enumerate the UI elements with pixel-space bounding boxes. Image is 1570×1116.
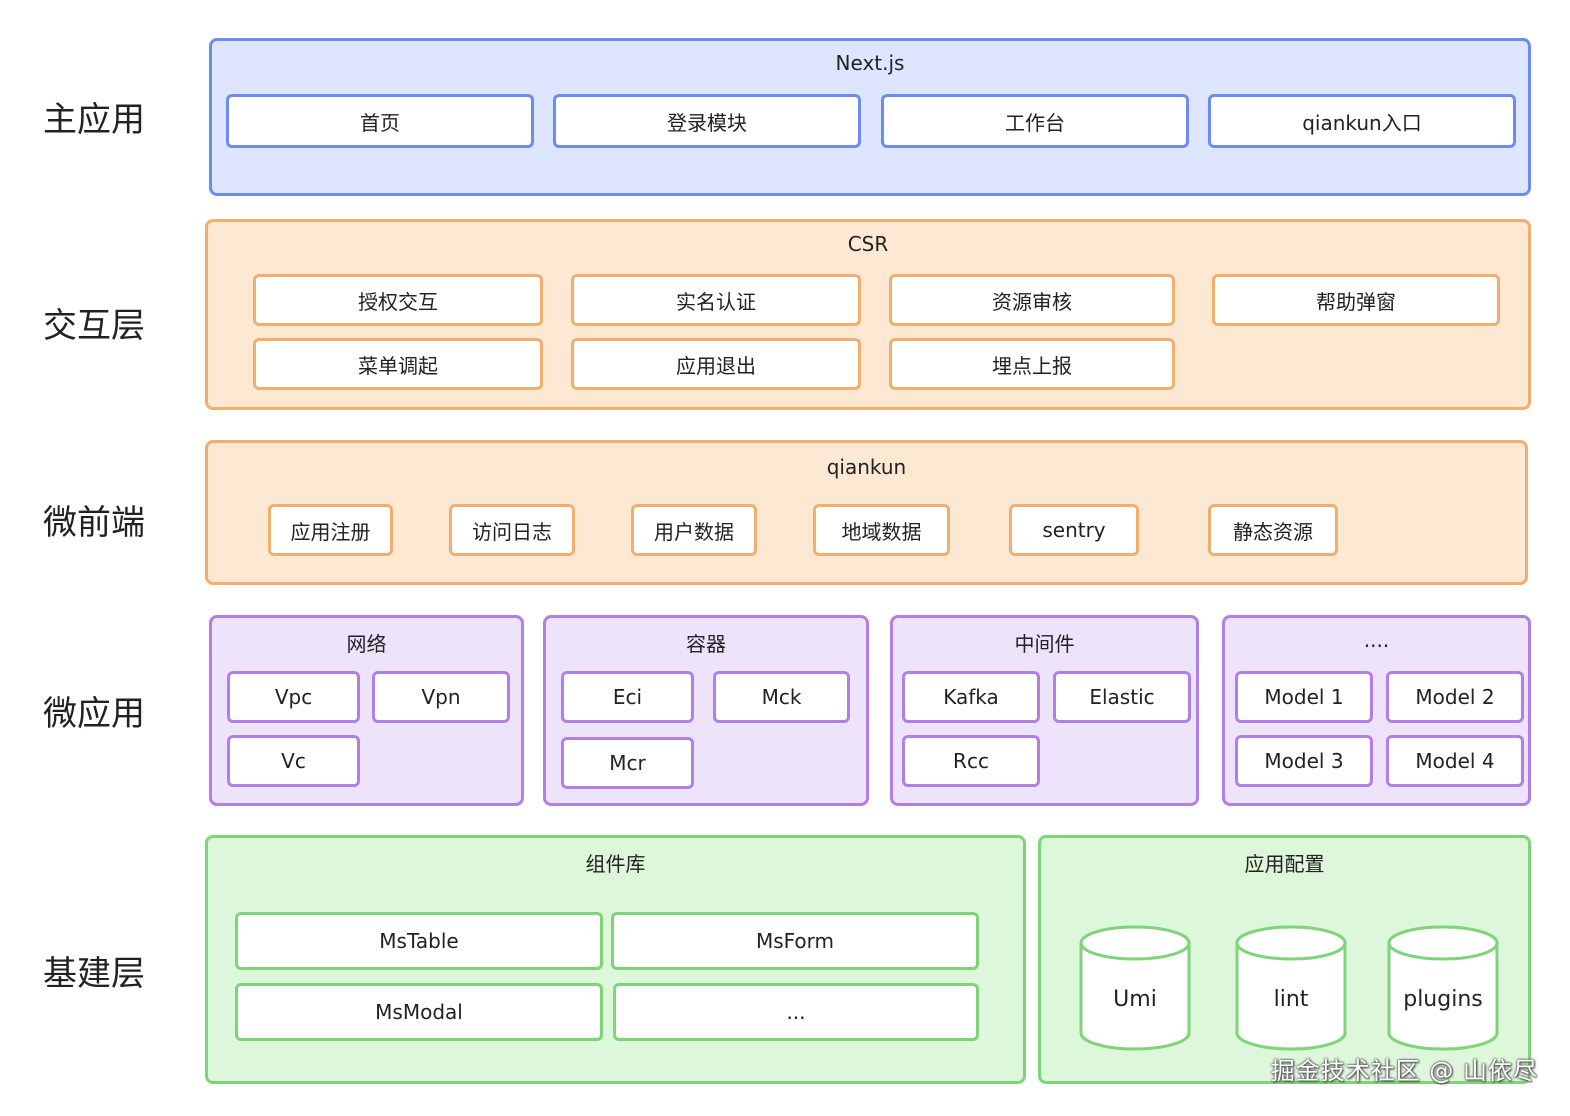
component-lib-title: 组件库 <box>585 852 646 876</box>
micro-app-item: Kafka <box>902 671 1040 723</box>
micro-app-item: Rcc <box>902 735 1040 787</box>
micro-app-item: Vc <box>227 735 360 787</box>
component-item: MsForm <box>611 912 979 970</box>
app-config-title: 应用配置 <box>1244 852 1325 876</box>
csr-item: 帮助弹窗 <box>1212 274 1500 326</box>
csr-item: 应用退出 <box>571 338 861 390</box>
micro-app-item: Mck <box>713 671 850 723</box>
layer-label-micro-app: 微应用 <box>43 694 145 734</box>
micro-app-item: Vpn <box>372 671 510 723</box>
config-item-label: Umi <box>1113 987 1157 1012</box>
main-app-item-qiankun-entry: qiankun入口 <box>1208 94 1516 148</box>
qiankun-item: 用户数据 <box>631 504 757 556</box>
micro-app-network-panel: 网络 Vpc Vpn Vc <box>209 615 524 806</box>
app-config-panel: 应用配置 Umi lint plugins <box>1038 835 1531 1084</box>
micro-app-item: Model 4 <box>1386 735 1524 787</box>
qiankun-item: sentry <box>1009 504 1139 556</box>
config-item-label: lint <box>1273 987 1309 1012</box>
csr-title: CSR <box>847 232 889 256</box>
micro-app-item: Model 1 <box>1235 671 1373 723</box>
qiankun-item: 静态资源 <box>1208 504 1338 556</box>
micro-app-container-panel: 容器 Eci Mck Mcr <box>543 615 869 806</box>
network-title: 网络 <box>346 632 387 656</box>
layer-label-micro-frontend: 微前端 <box>43 503 145 543</box>
main-app-item-home: 首页 <box>226 94 534 148</box>
csr-item: 埋点上报 <box>889 338 1175 390</box>
main-app-item-login: 登录模块 <box>553 94 861 148</box>
main-app-item-workbench: 工作台 <box>881 94 1189 148</box>
watermark: 掘金技术社区 @ 山依尽 <box>1270 1057 1538 1085</box>
main-app-title: Next.js <box>835 51 905 75</box>
csr-panel: CSR 授权交互 实名认证 资源审核 帮助弹窗 菜单调起 应用退出 埋点上报 <box>205 219 1531 410</box>
more-title: .... <box>1363 628 1390 652</box>
qiankun-item: 地域数据 <box>813 504 950 556</box>
micro-app-item: Eci <box>561 671 694 723</box>
config-item-label: plugins <box>1403 987 1483 1012</box>
component-item: MsModal <box>235 983 603 1041</box>
micro-app-middleware-panel: 中间件 Kafka Elastic Rcc <box>890 615 1199 806</box>
csr-item: 资源审核 <box>889 274 1175 326</box>
qiankun-item: 访问日志 <box>449 504 575 556</box>
config-database-plugins: plugins <box>1386 923 1500 1053</box>
micro-app-item: Mcr <box>561 737 694 789</box>
main-app-panel: Next.js 首页 登录模块 工作台 qiankun入口 <box>209 38 1531 196</box>
middleware-title: 中间件 <box>1014 632 1075 656</box>
csr-item: 实名认证 <box>571 274 861 326</box>
csr-item: 菜单调起 <box>253 338 543 390</box>
component-lib-panel: 组件库 MsTable MsForm MsModal ... <box>205 835 1026 1084</box>
config-database-umi: Umi <box>1078 923 1192 1053</box>
qiankun-panel: qiankun 应用注册 访问日志 用户数据 地域数据 sentry 静态资源 <box>205 440 1528 585</box>
csr-item: 授权交互 <box>253 274 543 326</box>
layer-label-infra: 基建层 <box>43 954 145 994</box>
micro-app-item: Vpc <box>227 671 360 723</box>
config-database-lint: lint <box>1234 923 1348 1053</box>
component-item: MsTable <box>235 912 603 970</box>
qiankun-item: 应用注册 <box>268 504 393 556</box>
micro-app-item: Model 2 <box>1386 671 1524 723</box>
micro-app-item: Elastic <box>1053 671 1191 723</box>
container-title: 容器 <box>686 632 726 656</box>
micro-app-item: Model 3 <box>1235 735 1373 787</box>
layer-label-interaction: 交互层 <box>43 306 145 346</box>
component-item: ... <box>613 983 979 1041</box>
qiankun-title: qiankun <box>826 455 907 479</box>
micro-app-more-panel: .... Model 1 Model 2 Model 3 Model 4 <box>1222 615 1531 806</box>
layer-label-main-app: 主应用 <box>43 100 145 140</box>
